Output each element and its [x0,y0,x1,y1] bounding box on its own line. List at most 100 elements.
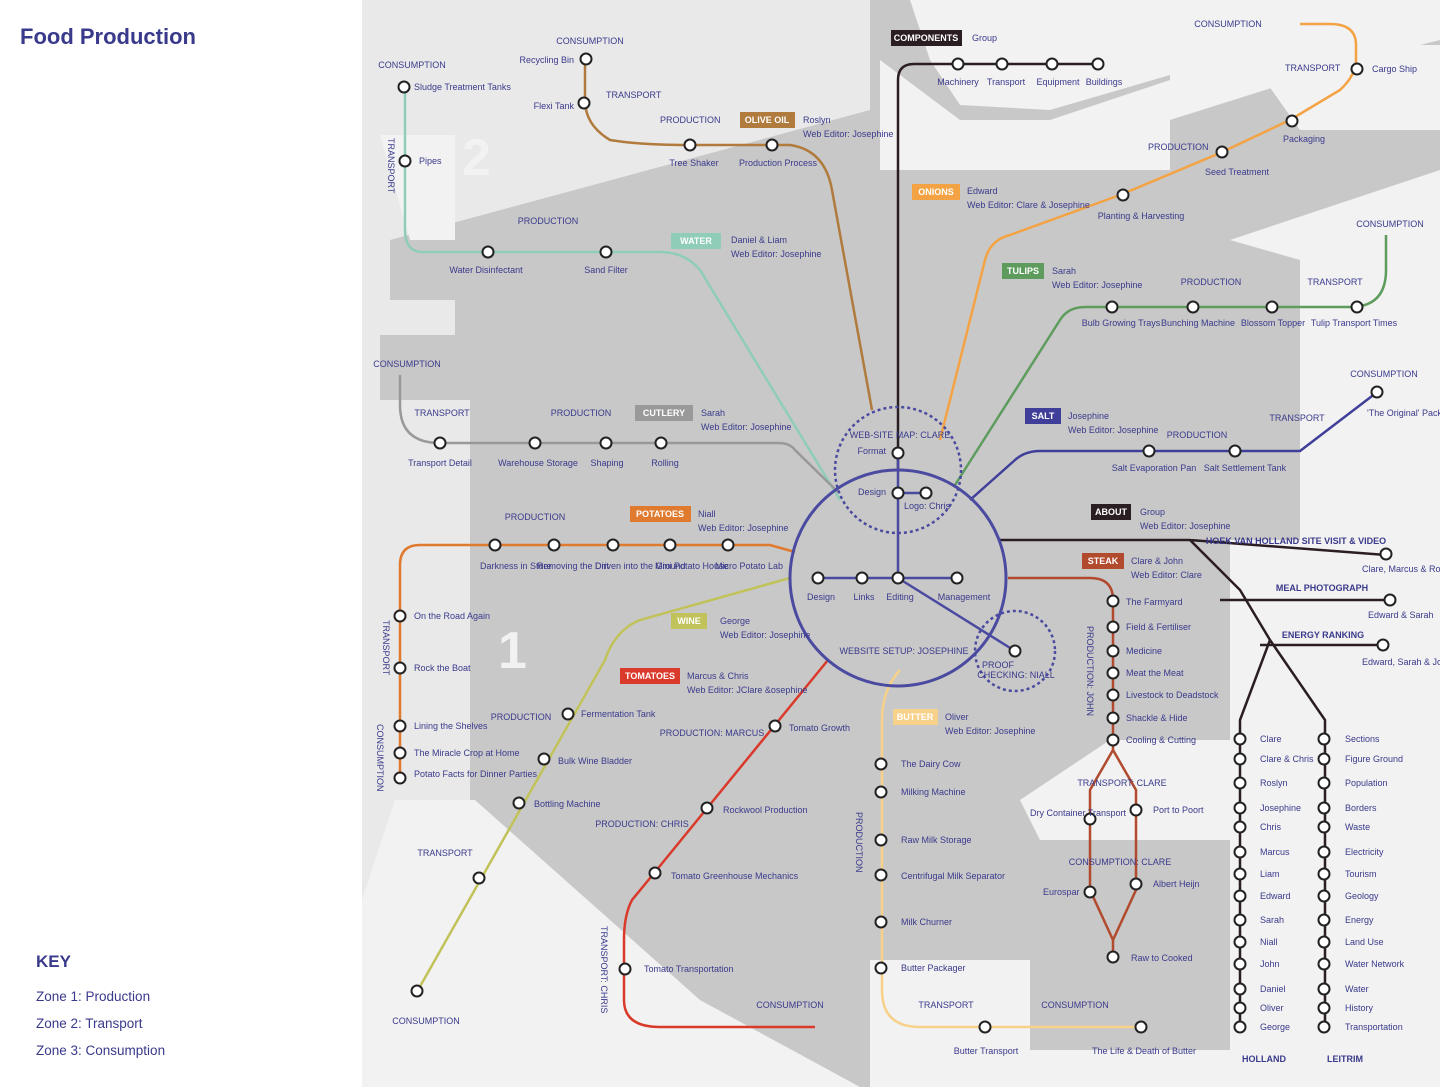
tag-salt-bg [1025,408,1061,424]
hub-label-logo: Logo: Chris [904,501,951,511]
station-milk-churner [874,915,888,929]
zone-region-right [1230,170,1440,1087]
station-field-fertiliser [1106,620,1120,634]
line-wine [416,576,791,991]
line-potatoes [398,543,796,778]
holland-station [1233,957,1247,971]
tag-tulips: TULIPS [1007,266,1039,276]
holland-station [1233,752,1247,766]
station-energy-ranking [1376,638,1390,652]
tag-components: COMPONENTS [894,33,959,43]
holland-station-label: Daniel [1260,984,1286,994]
station-port-to-poort [1129,803,1143,817]
station-bunching-machine [1186,300,1200,314]
holland-station-label: John [1260,959,1280,969]
station-micro-potato-lab [721,538,735,552]
station-transport [995,57,1009,71]
holland-title: HOLLAND [1242,1054,1286,1064]
line-tulips [953,235,1388,486]
label-potato-facts: Potato Facts for Dinner Parties [414,769,538,779]
station-sludge-treatment-tanks [397,80,411,94]
leitrim-station [1317,845,1331,859]
salt-info-1: Josephine [1068,411,1109,421]
station-seed-treatment [1215,145,1229,159]
stations [393,52,1397,1034]
potatoes-transport-label: TRANSPORT [381,620,391,676]
station-butter-packager [874,961,888,975]
tag-butter-bg [893,709,938,725]
label-rolling: Rolling [651,458,679,468]
holland-station-label: Clare & Chris [1260,754,1314,764]
tag-tomatoes: TOMATOES [625,671,675,681]
water-transport-label: TRANSPORT [386,138,396,194]
leitrim-station [1317,1001,1331,1015]
station-medicine [1106,644,1120,658]
label-production-process: Production Process [739,158,818,168]
olive-info-2: Web Editor: Josephine [803,129,893,139]
leitrim-station-label: Water Network [1345,959,1405,969]
leitrim-station-label: Geology [1345,891,1379,901]
steak-info-1: Clare & John [1131,556,1183,566]
holland-station-label: Sarah [1260,915,1284,925]
key-title: KEY [36,952,71,971]
holland-station-label: Liam [1260,869,1280,879]
label-salt-settlement-tank: Salt Settlement Tank [1204,463,1287,473]
proof-checking-hub [973,609,1057,693]
leitrim-station-label: Transportation [1345,1022,1403,1032]
station-miracle-crop [393,746,407,760]
leitrim-station [1317,1020,1331,1034]
station-dry-container [1083,812,1097,826]
leitrim-station [1317,867,1331,881]
about-info-2: Web Editor: Josephine [1140,521,1230,531]
butter-info-1: Oliver [945,712,969,722]
station-salt-settlement-tank [1228,444,1242,458]
station-darkness-in-store [488,538,502,552]
tomatoes-info-2: Web Editor: JClare &osephine [687,685,807,695]
station-eurospar [1083,885,1097,899]
cutlery-consumption-label: CONSUMPTION [373,359,441,369]
station-rolling [654,436,668,450]
label-tree-shaker: Tree Shaker [669,158,718,168]
hoek-van-holland-title: HOEK VAN HOLLAND SITE VISIT & VIDEO [1206,536,1386,546]
about-info-1: Group [1140,507,1165,517]
label-meat-the-meat: Meat the Meat [1126,668,1184,678]
holland-station-label: Clare [1260,734,1282,744]
key-item-zone-2: Zone 2: Transport [36,1016,143,1031]
label-micro-potato-lab: Micro Potato Lab [715,561,783,571]
leitrim-station [1317,820,1331,834]
tag-about-bg [1091,504,1131,520]
leitrim-station-label: Figure Ground [1345,754,1403,764]
proof-checking-label-2: CHECKING: Niall [977,670,1055,680]
leitrim-station-label: Electricity [1345,847,1384,857]
label-bulb-growing-trays: Bulb Growing Trays [1082,318,1161,328]
label-port-to-poort: Port to Poort [1153,805,1204,815]
holland-station-label: Josephine [1260,803,1301,813]
station-fermentation-tank [561,707,575,721]
onions-transport-label: TRANSPORT [1285,63,1341,73]
station-blossom-topper [1265,300,1279,314]
line-olive-oil [583,58,874,411]
label-bulk-wine-bladder: Bulk Wine Bladder [558,756,632,766]
tag-wine: WINE [677,616,701,626]
station-potato-facts [393,771,407,785]
station-flexi-tank [577,96,591,110]
label-centrifugal-separator: Centrifugal Milk Separator [901,871,1005,881]
leitrim-station [1317,776,1331,790]
butter-production-label: PRODUCTION [854,812,864,873]
label-driven-into-ground: Driven into the Ground [595,561,686,571]
label-water-disinfectant: Water Disinfectant [449,265,523,275]
hub-label-design-setup: Design [807,592,835,602]
holland-station [1233,845,1247,859]
station-wine-transport [472,871,486,885]
tomatoes-production-chris: PRODUCTION: Chris [595,819,689,829]
label-dry-container: Dry Container Transport [1030,808,1127,818]
label-darkness-in-store: Darkness in Store [480,561,552,571]
station-salt-evaporation-pan [1142,444,1156,458]
label-warehouse-storage: Warehouse Storage [498,458,578,468]
page-title: Food Production [20,24,196,49]
zone-region-steak [1020,740,1230,840]
label-pipes: Pipes [419,156,442,166]
wine-info-2: Web Editor: Josephine [720,630,810,640]
station-livestock-deadstock [1106,688,1120,702]
label-miracle-crop: The Miracle Crop at Home [414,748,520,758]
